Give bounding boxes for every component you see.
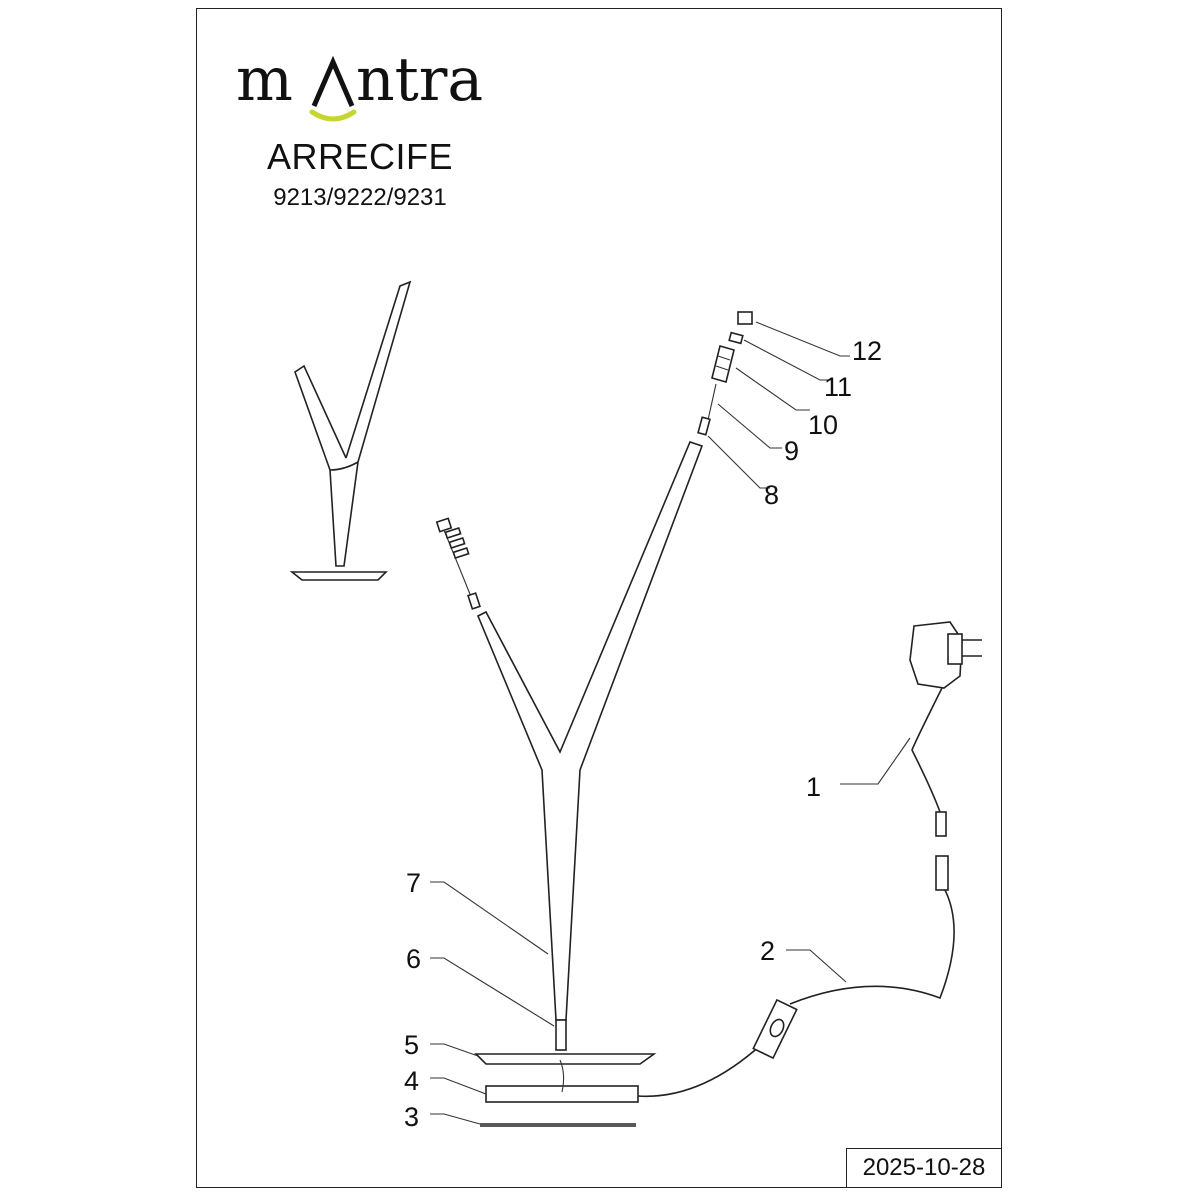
callout-11: 11 (824, 372, 852, 402)
base-cover-part-5 (474, 1053, 657, 1065)
callout-8: 8 (764, 480, 779, 510)
right-arm-parts (697, 311, 753, 436)
part-11 (728, 331, 744, 345)
product-title: ARRECIFE (266, 136, 454, 177)
power-adapter-part-1 (909, 621, 982, 837)
cable-with-switch-part-2 (559, 855, 955, 1098)
brand-logo: m ntra (236, 48, 483, 122)
product-codes: 9213/9222/9231 (273, 184, 447, 211)
brand-logo-text-right: ntra (356, 48, 483, 115)
brand-logo-text-left: m (236, 48, 293, 115)
callout-12: 12 (852, 336, 882, 366)
callout-10: 10 (808, 410, 838, 440)
part-10 (711, 345, 735, 383)
part-12 (737, 311, 753, 325)
left-led-stack (435, 517, 481, 610)
brand-logo-smile (309, 109, 357, 122)
brand-logo-caret (311, 55, 355, 107)
sheet-border (196, 8, 1002, 1188)
callout-4: 4 (404, 1066, 419, 1096)
callout-leaders (430, 321, 911, 1125)
callout-6: 6 (406, 944, 421, 974)
callout-7: 7 (406, 868, 421, 898)
callout-1: 1 (806, 772, 821, 802)
callout-9: 9 (784, 436, 799, 466)
assembled-lamp-preview (289, 280, 412, 581)
switch-tube-part-6 (555, 1019, 567, 1051)
callout-5: 5 (404, 1030, 419, 1060)
lamp-body-part-7 (476, 441, 704, 1021)
callout-2: 2 (760, 936, 775, 966)
part-8 (697, 416, 711, 436)
part-9 (707, 383, 717, 421)
callout-3: 3 (404, 1102, 419, 1132)
bottom-pad-part-3 (480, 1123, 636, 1127)
callout-numbers: 1 2 3 4 5 6 7 8 9 10 11 12 (404, 336, 882, 1132)
date-stamp: 2025-10-28 (846, 1148, 1002, 1188)
base-plate-part-4 (485, 1085, 639, 1103)
